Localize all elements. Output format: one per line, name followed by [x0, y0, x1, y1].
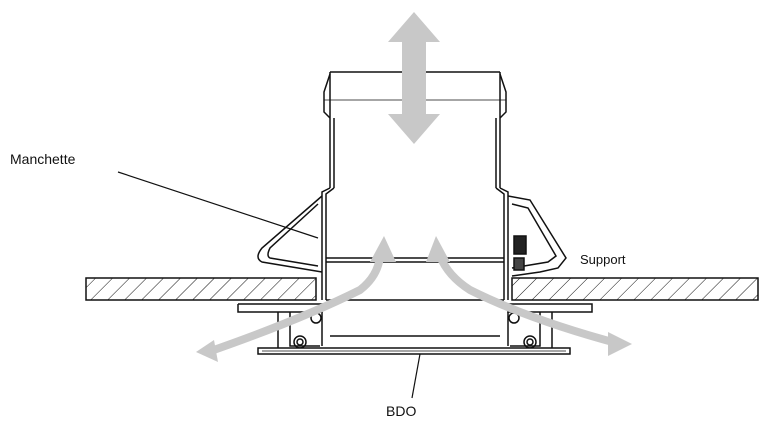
gasket-rings — [293, 312, 537, 349]
leader-lines — [117, 171, 421, 399]
left-curved-arrow — [204, 252, 384, 356]
bdo-label: BDO — [386, 403, 416, 419]
left-clip — [257, 195, 323, 273]
bdo-leader — [411, 353, 421, 399]
ceiling-panel-left — [85, 277, 317, 301]
right-curved-arrow-head-out — [608, 332, 632, 356]
manchette-leader — [117, 171, 319, 239]
support-bracket — [507, 195, 567, 277]
vertical-double-arrow — [388, 12, 440, 144]
manchette-label: Manchette — [10, 151, 76, 167]
left-curved-arrow-head-out — [196, 340, 218, 362]
ceiling-panel — [85, 277, 759, 301]
support-label: Support — [580, 252, 626, 267]
right-curved-arrow-head-up — [426, 236, 450, 262]
left-curved-arrow-head-up — [370, 236, 396, 262]
bdo-plate — [257, 347, 571, 355]
right-curved-arrow — [436, 252, 624, 348]
lower-frame — [237, 303, 593, 353]
airflow-arrows — [196, 12, 632, 362]
ceiling-panel-right — [511, 277, 759, 301]
